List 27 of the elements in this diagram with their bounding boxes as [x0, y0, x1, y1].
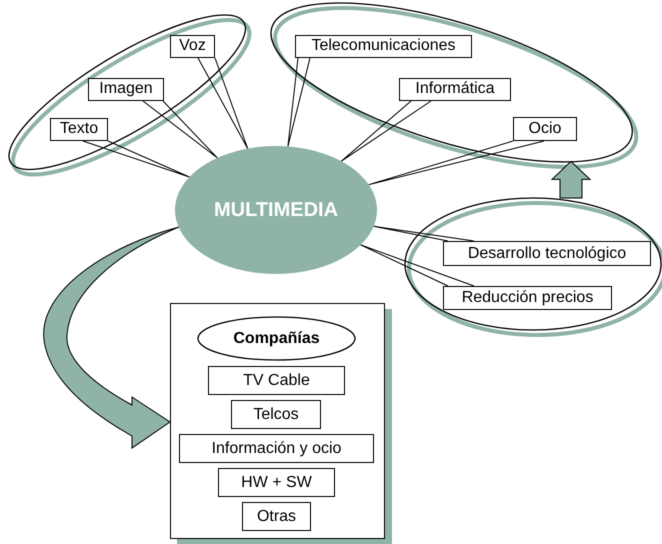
oval-outline	[405, 198, 662, 336]
callout-label: Voz	[170, 34, 215, 58]
category-label: HW + SW	[218, 468, 335, 497]
callout-label: Informática	[398, 78, 511, 101]
block-arrow	[550, 160, 592, 198]
title-oval: Compañías	[198, 317, 355, 360]
callout-label: Desarrollo tecnológico	[443, 241, 651, 266]
callout-label: Imagen	[88, 78, 164, 101]
curved-arrow	[44, 226, 180, 448]
category-label: Telcos	[231, 400, 321, 429]
callout-label: Reducción precios	[443, 286, 612, 310]
callout-pointer	[340, 100, 432, 162]
category-label: TV Cable	[208, 366, 345, 395]
oval-outline	[8, 14, 252, 176]
callout-label: Telecomunicaciones	[294, 34, 472, 58]
callout-pointer	[360, 244, 474, 286]
callout-pointer	[368, 140, 544, 186]
callout-pointer	[198, 58, 248, 150]
callout-pointer	[142, 100, 218, 158]
central-oval: MULTIMEDIA	[175, 146, 377, 274]
callout-label: Ocio	[512, 116, 577, 141]
callout-pointer	[287, 58, 310, 147]
category-label: Otras	[242, 502, 311, 531]
callout-pointer	[373, 226, 474, 242]
category-label: Información y ocio	[179, 434, 374, 463]
oval-outline	[271, 2, 639, 168]
callout-label: Texto	[50, 118, 108, 141]
